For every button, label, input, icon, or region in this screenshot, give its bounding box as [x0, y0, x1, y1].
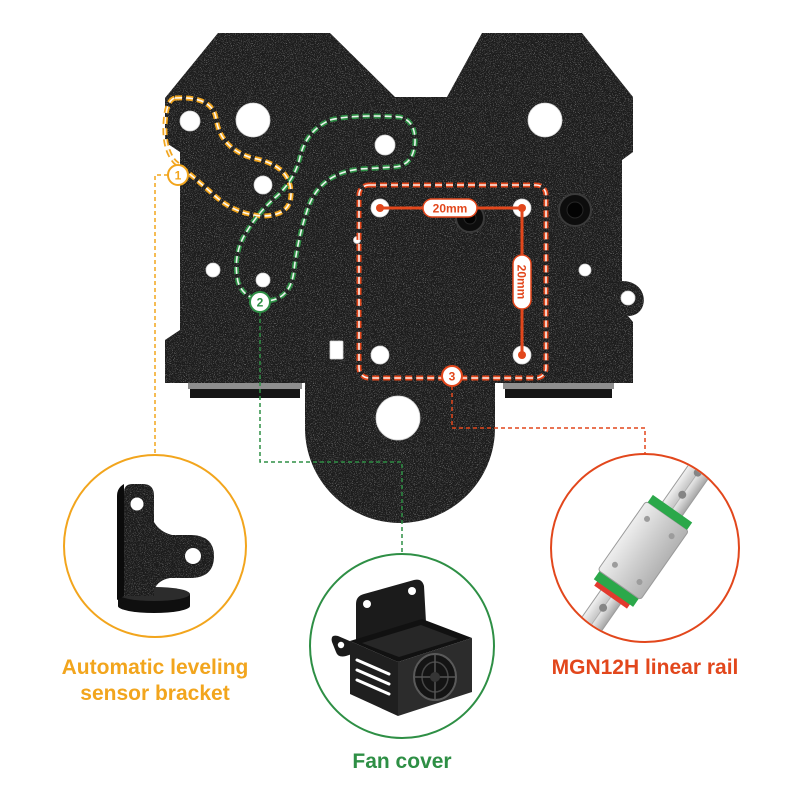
tongue-hole: [375, 395, 421, 441]
leveling-bracket-mount-outline: [162, 95, 294, 219]
bracket-face-texture: [124, 484, 214, 596]
outline-highlight: [164, 97, 292, 217]
dimension-label-horizontal: 20mm: [433, 202, 468, 216]
bracket-base-bottom: [118, 599, 190, 613]
fan-cover-tab-hole: [408, 587, 416, 595]
leader-line-3: [451, 386, 646, 454]
mounting-plate: [165, 33, 644, 523]
fan-cover-mount-outline: [233, 113, 418, 304]
marker-number: 2: [257, 295, 264, 309]
dimension-endpoint: [518, 204, 526, 212]
plate-texture: [165, 33, 644, 523]
callout-marker-2: 2: [249, 291, 271, 313]
mounting-hole-large: [527, 102, 563, 138]
marker-number: 1: [175, 168, 182, 182]
bracket-hole: [130, 497, 144, 511]
mounting-hole: [370, 345, 390, 365]
sensor-bracket-label-line-2: sensor bracket: [80, 682, 229, 705]
vent-slot: [355, 678, 391, 696]
callout-marker-1: 1: [167, 164, 189, 186]
vent-slot: [355, 668, 391, 686]
plate-lip-left-edge: [188, 383, 302, 389]
mounting-hole-large: [235, 102, 271, 138]
plate-lip-right-edge: [503, 383, 614, 389]
screw-inner: [566, 201, 584, 219]
bracket-hole: [185, 548, 201, 564]
plate-lip-left: [190, 389, 300, 398]
callout-marker-3: 3: [441, 365, 463, 387]
mounting-slot: [329, 340, 344, 360]
hole-spacing-dimensions: 20mm 20mm: [376, 198, 532, 359]
outline-highlight: [235, 115, 416, 302]
rail-hole: [599, 603, 608, 612]
mounting-hole: [179, 110, 201, 132]
plate-lip-right: [505, 389, 612, 398]
mounting-hole: [374, 134, 396, 156]
marker-circle: [249, 291, 271, 313]
carriage-red-seal: [594, 580, 631, 609]
linear-rail-icon: [562, 455, 728, 641]
mounting-hole: [255, 272, 271, 288]
carriage-screw: [668, 533, 675, 540]
mounting-hole: [620, 290, 636, 306]
marker-number: 3: [449, 369, 456, 383]
fan-cover-icon: [331, 579, 472, 716]
carriage-screw: [636, 578, 643, 585]
leader-line-1: [154, 174, 168, 455]
fan-cover-top-rim: [362, 625, 458, 657]
bracket-thickness: [117, 484, 124, 600]
fan-hub: [430, 672, 440, 682]
dimension-endpoint: [518, 351, 526, 359]
fan-cover-tab-hole: [363, 600, 371, 608]
carriage-green-cap: [647, 494, 693, 530]
fan-cover-label: Fan cover: [352, 750, 451, 773]
marker-circle: [167, 164, 189, 186]
linear-rail-label: MGN12H linear rail: [552, 656, 739, 679]
screw-head: [558, 193, 592, 227]
dimension-label-horizontal-pill: [422, 198, 478, 218]
marker-circle: [441, 365, 463, 387]
carriage-green-cap: [593, 570, 640, 607]
carriage-screw: [644, 515, 651, 522]
mounting-hole: [205, 262, 221, 278]
leader-line-2: [259, 312, 403, 554]
sensor-bracket-label-line-1: Automatic leveling: [62, 656, 249, 679]
mounting-hole: [578, 263, 592, 277]
mounting-hole: [253, 175, 273, 195]
carriage-screw: [611, 561, 618, 568]
dimension-endpoint: [376, 204, 384, 212]
sensor-bracket-icon: [117, 484, 214, 613]
fan-cover-ear-hole: [337, 641, 345, 649]
dimension-label-vertical-pill: [512, 254, 532, 310]
vent-slot: [355, 658, 391, 676]
dimension-label-vertical: 20mm: [515, 265, 529, 300]
rail-hole: [678, 490, 687, 499]
